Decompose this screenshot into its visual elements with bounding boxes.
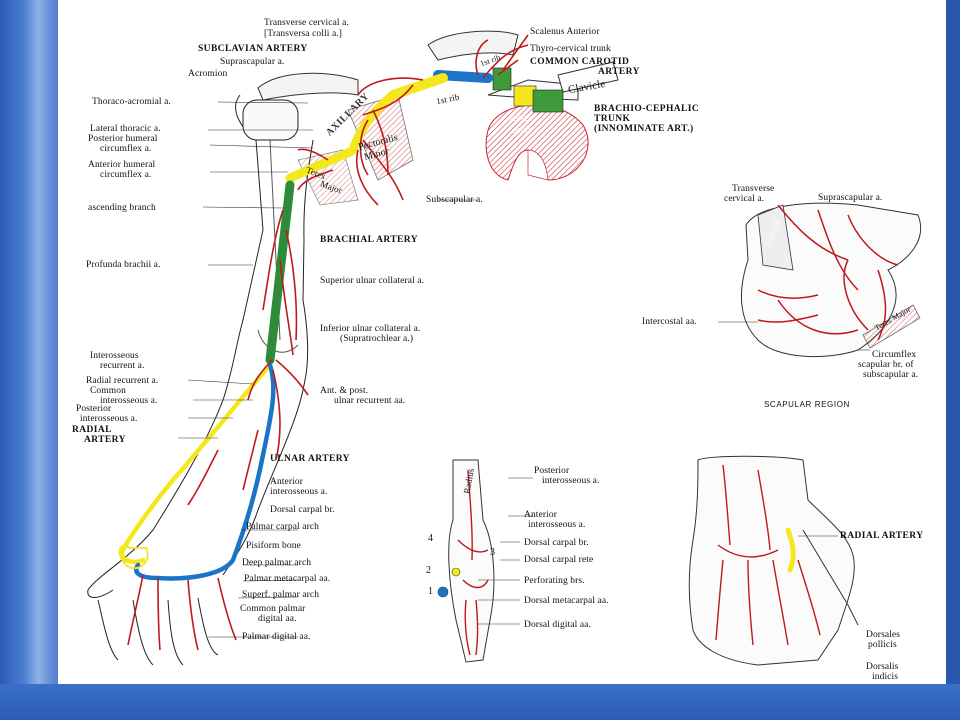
pisiform-bone-label: Pisiform bone xyxy=(246,541,301,551)
inferior-ulnar-label-1: Inferior ulnar collateral a. xyxy=(320,324,421,334)
profunda-brachii-label: Profunda brachii a. xyxy=(86,260,161,270)
h-dorsales-label-2: pollicis xyxy=(868,640,897,650)
arterial-diagram xyxy=(87,30,922,666)
dorsal-hand-figure xyxy=(688,455,859,666)
inferior-ulnar-label-2: (Supratrochlear a.) xyxy=(340,334,414,344)
palmar-metacarpal-label: Palmar metacarpal aa. xyxy=(244,574,331,584)
radial-artery-label-1: RADIAL xyxy=(72,425,112,435)
dorsal-forearm-figure xyxy=(437,459,495,663)
palmar-digital-label: Palmar digital aa. xyxy=(242,632,311,642)
acromion-label: Acromion xyxy=(188,69,228,79)
superior-ulnar-label: Superior ulnar collateral a. xyxy=(320,276,425,286)
common-palmar-label-2: digital aa. xyxy=(258,614,297,624)
superf-palmar-arch-label: Superf. palmar arch xyxy=(242,590,320,600)
sr-circumflex-label-3: subscapular a. xyxy=(863,370,919,380)
radial-artery-label-2: ARTERY xyxy=(84,435,126,445)
leader-lines xyxy=(178,101,870,638)
suprascapular-label: Suprascapular a. xyxy=(220,57,285,67)
brachio-cephalic-label-3: (INNOMINATE ART.) xyxy=(594,124,694,134)
posterior-humeral-label-2: circumflex a. xyxy=(100,144,152,154)
brachio-cephalic-label-1: BRACHIO-CEPHALIC xyxy=(594,104,700,114)
ulnar-artery-label: ULNAR ARTERY xyxy=(270,454,350,464)
aortic-arch-label-1: Aortic xyxy=(509,113,536,124)
transverse-cervical-label: Transverse cervical a. xyxy=(264,18,349,28)
scapular-region-title: SCAPULAR REGION xyxy=(764,400,850,409)
anterior-interosseous-label-1: Anterior xyxy=(270,477,303,487)
dorsal-carpal-br-label: Dorsal carpal br. xyxy=(270,505,335,515)
arm-branches xyxy=(127,34,529,651)
num-4-label: 4 xyxy=(428,533,434,544)
scalenus-anterior-label: Scalenus Anterior xyxy=(530,27,600,37)
sr-suprascapular-label: Suprascapular a. xyxy=(818,193,883,203)
posterior-interosseous-label-1: Posterior xyxy=(76,404,112,414)
num-3-label: 3 xyxy=(490,547,496,558)
interosseous-recurrent-label-1: Interosseous xyxy=(90,351,139,361)
d-dorsal-carpal-br-label: Dorsal carpal br. xyxy=(524,538,589,548)
anterior-interosseous-label-2: interosseous a. xyxy=(270,487,328,497)
d-post-interosseous-label-2: interosseous a. xyxy=(542,476,600,486)
sr-transverse-label-1: Transverse xyxy=(732,184,775,194)
d-ant-interosseous-label-1: Anterior xyxy=(524,510,557,520)
d-ant-interosseous-label-2: interosseous a. xyxy=(528,520,586,530)
diagram-panel: 1st rib 1st rib Clavicle Aortic arch AXI… xyxy=(58,0,946,684)
common-interosseous-label-1: Common xyxy=(90,386,126,396)
anterior-humeral-label-2: circumflex a. xyxy=(100,170,152,180)
d-post-interosseous-label-1: Posterior xyxy=(534,466,570,476)
subclavian-artery-label: SUBCLAVIAN ARTERY xyxy=(198,44,308,54)
interosseous-recurrent-label-2: recurrent a. xyxy=(100,361,145,371)
posterior-humeral-label-1: Posterior humeral xyxy=(88,134,158,144)
posterior-interosseous-label-2: interosseous a. xyxy=(80,414,138,424)
thoraco-acromial-label: Thoraco-acromial a. xyxy=(92,97,171,107)
h-dorsalis-label-2: indicis xyxy=(872,672,899,682)
num-1-label: 1 xyxy=(428,586,434,597)
radial-recurrent-label: Radial recurrent a. xyxy=(86,376,159,386)
deep-palmar-arch-label: Deep palmar arch xyxy=(242,558,312,568)
sr-circumflex-label-2: scapular br. of xyxy=(858,360,914,370)
d-dorsal-digital-label: Dorsal digital aa. xyxy=(524,620,591,630)
sr-transverse-label-2: cervical a. xyxy=(724,194,765,204)
common-carotid-label-1: COMMON CAROTID xyxy=(530,57,630,67)
d-perforating-label: Perforating brs. xyxy=(524,576,585,586)
ascending-branch-label: ascending branch xyxy=(88,203,156,213)
h-dorsalis-label-1: Dorsalis xyxy=(866,662,899,672)
common-interosseous-label-2: interosseous a. xyxy=(100,396,158,406)
common-carotid-label-2: ARTERY xyxy=(598,67,640,77)
brachial-artery-label: BRACHIAL ARTERY xyxy=(320,235,418,245)
thyro-cervical-label: Thyro-cervical trunk xyxy=(530,44,611,54)
subscapular-label: Subscapular a. xyxy=(426,195,483,205)
shoulder-structures xyxy=(257,30,619,206)
palmar-carpal-arch-label: Palmar carpal arch xyxy=(246,522,320,532)
num-2-label: 2 xyxy=(426,565,432,576)
arterial-trunks xyxy=(118,70,493,581)
d-dorsal-carpal-rete-label: Dorsal carpal rete xyxy=(524,555,594,565)
ant-post-ulnar-label-1: Ant. & post. xyxy=(320,386,369,396)
anterior-humeral-label-1: Anterior humeral xyxy=(88,160,156,170)
sr-circumflex-label-1: Circumflex xyxy=(872,350,917,360)
d-dorsal-metacarpal-label: Dorsal metacarpal aa. xyxy=(524,596,609,606)
aortic-arch-label-2: arch xyxy=(513,125,531,136)
brachio-cephalic-label-2: TRUNK xyxy=(594,114,631,124)
transversa-colli-label: [Transversa colli a.] xyxy=(264,29,342,39)
h-radial-artery-label: RADIAL ARTERY xyxy=(840,531,924,541)
sr-intercostal-label: Intercostal aa. xyxy=(642,317,697,327)
common-palmar-label-1: Common palmar xyxy=(240,604,306,614)
slide-footer-band xyxy=(0,684,960,720)
h-dorsales-label-1: Dorsales xyxy=(866,630,901,640)
lateral-thoracic-label: Lateral thoracic a. xyxy=(90,124,161,134)
scapular-region-figure xyxy=(740,202,922,357)
ant-post-ulnar-label-2: ulnar recurrent aa. xyxy=(334,396,406,406)
